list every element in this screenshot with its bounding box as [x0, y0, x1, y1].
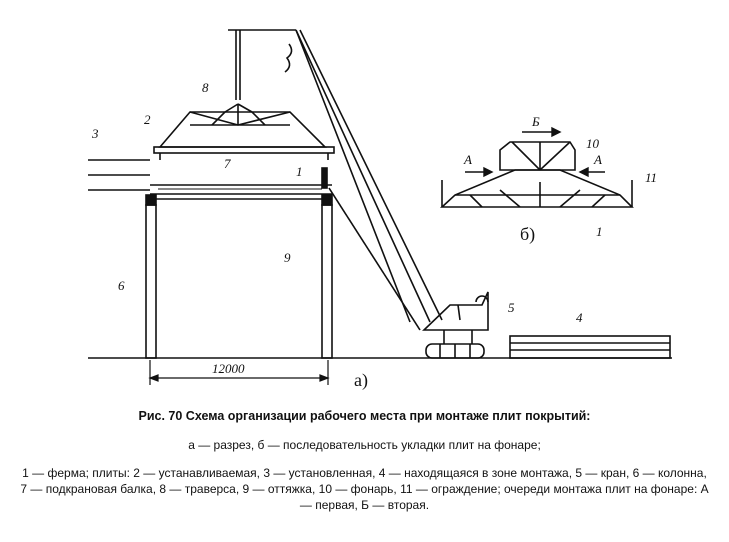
order-first-right: А	[593, 152, 602, 167]
label-column: 6	[118, 278, 125, 293]
label-crane-beam: 7	[224, 156, 231, 171]
column-right	[321, 194, 333, 359]
label-traverse: 8	[202, 80, 209, 95]
label-installing-slab: 2	[144, 112, 151, 127]
guy-rope	[328, 187, 421, 331]
label-truss: 1	[296, 164, 303, 179]
traverse	[158, 103, 327, 148]
caption-title: Рис. 70 Схема организации рабочего места…	[138, 409, 591, 423]
dimension-line	[148, 360, 330, 385]
slab-stack	[509, 335, 671, 359]
caption-legend: 1 — ферма; плиты: 2 — устанавливаемая, 3…	[20, 466, 709, 512]
mounting-diagram: 3 2 8 7 1 9 6 5 4 10 11 1 12000 А А Б а)…	[88, 29, 672, 391]
truss	[150, 184, 332, 200]
label-guy-rope: 9	[284, 250, 291, 265]
lantern-truss	[439, 141, 634, 208]
installing-slab	[153, 146, 335, 160]
installed-slab	[88, 159, 150, 191]
crane-body	[422, 291, 489, 359]
label-lantern: 10	[586, 136, 600, 151]
figure-caption: Рис. 70 Схема организации рабочего места…	[0, 408, 729, 513]
panel-a-label: а)	[354, 370, 368, 391]
order-arrows	[465, 126, 605, 178]
panel-b-label: б)	[520, 224, 535, 245]
label-slab-stack: 4	[576, 310, 583, 325]
order-first-left: А	[463, 152, 472, 167]
label-truss-b: 1	[596, 224, 603, 239]
label-crane: 5	[508, 300, 515, 315]
caption-subtitle: а — разрез, б — последовательность уклад…	[188, 438, 541, 452]
fence-post	[321, 167, 328, 189]
column-left	[145, 194, 157, 359]
label-fence: 11	[645, 170, 657, 185]
crane-jib	[228, 29, 443, 323]
span-dimension: 12000	[212, 361, 245, 376]
label-installed-slab: 3	[91, 126, 99, 141]
order-second: Б	[531, 114, 540, 129]
